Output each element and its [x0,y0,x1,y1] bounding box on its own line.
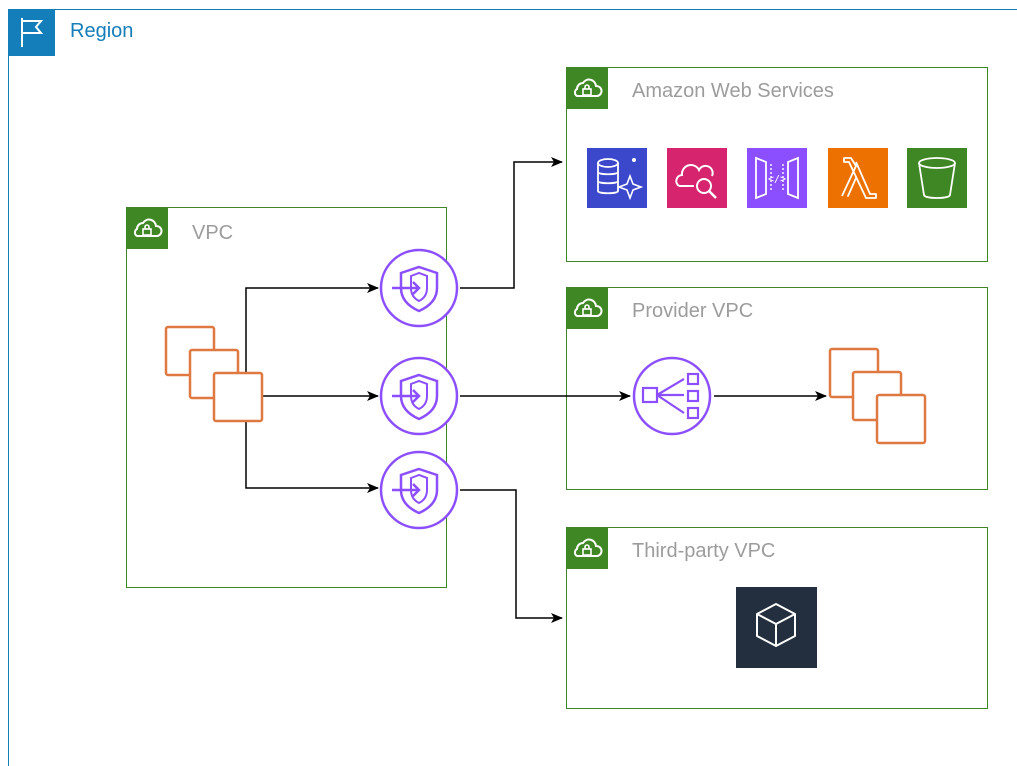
lambda-icon [828,148,888,208]
s3-bucket-icon [907,148,967,208]
third-party-vpc-group-title: Third-party VPC [632,540,776,562]
connectors [245,157,827,623]
vpc-endpoint-shield-icon [379,248,459,328]
arrow-endpoint-1-to-aws-services [460,157,563,289]
network-load-balancer-icon [632,356,712,436]
arrow-endpoint-3-to-third-party [460,489,563,623]
arrow-instances-to-endpoint-3 [245,420,379,493]
vpc-endpoint-shield-icon [379,450,459,530]
region-flag-icon [8,9,55,56]
vpc-group-title: VPC [192,222,234,244]
cloud-lock-icon [126,207,168,249]
arrow-instances-to-endpoint-1 [245,283,379,396]
database-icon [587,148,647,208]
cloud-lock-icon [566,527,608,569]
cloud-search-icon [667,148,727,208]
vpc-endpoint-shield-icon [379,356,459,436]
region-title: Region [70,20,134,42]
cloud-lock-icon [566,287,608,329]
ec2-instances-icon [164,325,264,423]
provider-ec2-instances-icon [828,347,927,445]
aws-services-group-title: Amazon Web Services [632,80,834,102]
api-gateway-icon: </> [747,148,807,208]
region-container [8,9,1017,766]
svg-text:</>: </> [768,174,786,185]
provider-vpc-group-title: Provider VPC [632,300,754,322]
cloud-lock-icon [566,67,608,109]
marketplace-cube-icon [736,587,817,668]
